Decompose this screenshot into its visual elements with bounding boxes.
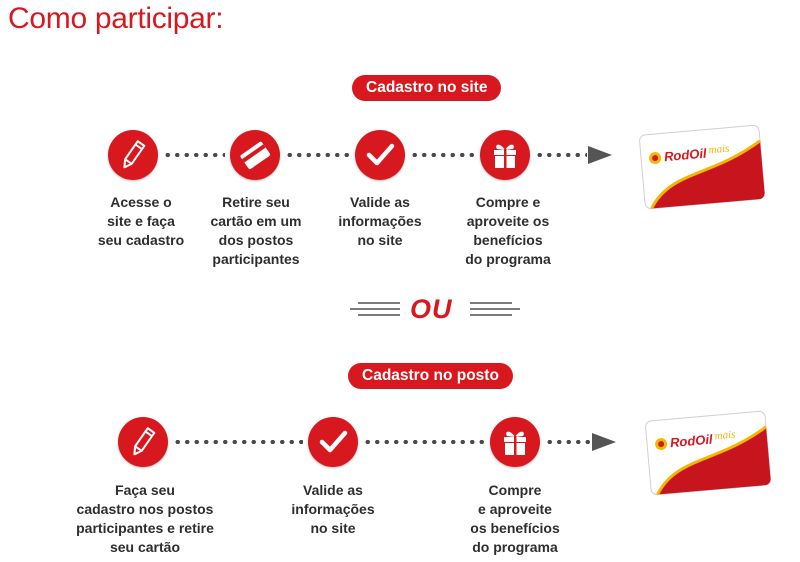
arrow-right-icon [588,146,612,164]
arrow-right-icon [592,433,616,451]
step-4-gift-icon [480,130,530,180]
page-title: Como participar: [8,2,224,35]
connector-dots [410,153,475,157]
step-3-label: Valide as informações no site [338,194,422,248]
loyalty-card-image: RodOil mais [639,124,766,210]
pill-cadastro-site: Cadastro no site [352,75,502,101]
card-brand-text: RodOil [663,146,707,165]
step-3-check-icon [355,130,405,180]
separator-lines-left [344,302,400,318]
card-script-text: mais [714,429,736,443]
card-script-text: mais [708,143,730,157]
connector-dots [363,440,486,444]
step-3-label: Compre e aproveite os benefícios do prog… [470,482,560,555]
step-1-label: Acesse o site e faça seu cadastro [97,194,185,248]
step-3-gift-icon [490,417,540,467]
step-2-card-icon [230,130,280,180]
step-2-label: Valide as informações no site [291,482,375,536]
step-1-label: Faça seu cadastro nos postos participant… [76,482,214,555]
connector-dots [163,153,225,157]
step-4-label: Compre e aproveite os benefícios do prog… [465,194,551,267]
loyalty-card-image: RodOil mais [645,410,772,496]
connector-dots [285,153,350,157]
step-2-check-icon [308,417,358,467]
pill-cadastro-posto: Cadastro no posto [348,363,513,389]
separator-or: OU [410,294,453,324]
step-1-pencil-icon [118,417,168,467]
connector-dots [173,440,303,444]
separator-lines-right [470,302,526,318]
step-1-pencil-icon [108,130,158,180]
connector-dots [535,153,587,157]
card-brand-text: RodOil [669,432,713,451]
step-2-label: Retire seu cartão em um dos postos parti… [210,194,302,267]
connector-dots [545,440,591,444]
